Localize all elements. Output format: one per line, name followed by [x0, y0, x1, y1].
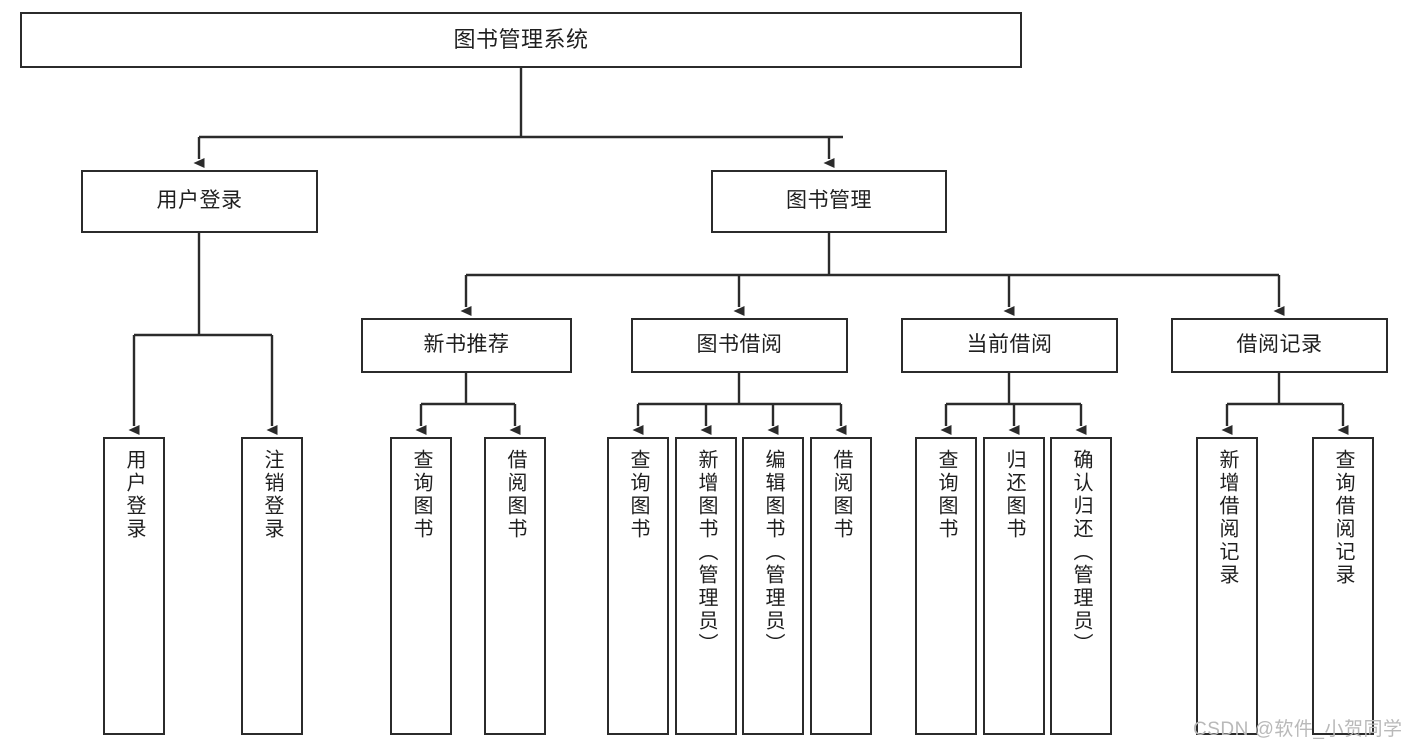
node-borrow-record-label: 借阅记录 [1236, 333, 1323, 357]
node-leaf-return-book-label: 归还图书 [1003, 449, 1025, 541]
node-leaf-query-borrow-record[interactable]: 查询借阅记录 [1312, 437, 1374, 735]
node-book-borrow-label: 图书借阅 [696, 333, 783, 357]
node-leaf-borrow-query-book[interactable]: 查询图书 [607, 437, 669, 735]
node-leaf-return-book[interactable]: 归还图书 [983, 437, 1045, 735]
node-leaf-confirm-return-admin-label: 确认归还（管理员） [1070, 449, 1092, 656]
node-leaf-new-book-borrow[interactable]: 借阅图书 [484, 437, 546, 735]
node-leaf-new-book-borrow-label: 借阅图书 [504, 449, 526, 541]
node-leaf-query-borrow-record-label: 查询借阅记录 [1332, 449, 1354, 587]
node-root-label: 图书管理系统 [453, 27, 589, 53]
node-book-management[interactable]: 图书管理 [711, 170, 947, 233]
node-current-borrow-label: 当前借阅 [966, 333, 1053, 357]
node-root-book-management-system[interactable]: 图书管理系统 [20, 12, 1022, 68]
node-book-borrow[interactable]: 图书借阅 [631, 318, 848, 373]
csdn-watermark: CSDN @软件_小贺同学 [1193, 719, 1403, 740]
node-leaf-current-query-book[interactable]: 查询图书 [915, 437, 977, 735]
node-leaf-new-book-query[interactable]: 查询图书 [390, 437, 452, 735]
node-leaf-user-login-label: 用户登录 [123, 449, 145, 541]
node-leaf-user-login[interactable]: 用户登录 [103, 437, 165, 735]
node-new-book-recommend[interactable]: 新书推荐 [361, 318, 572, 373]
node-user-login[interactable]: 用户登录 [81, 170, 318, 233]
node-leaf-logout[interactable]: 注销登录 [241, 437, 303, 735]
node-leaf-add-borrow-record[interactable]: 新增借阅记录 [1196, 437, 1258, 735]
node-user-login-label: 用户登录 [156, 189, 243, 213]
node-leaf-add-book-admin[interactable]: 新增图书（管理员） [675, 437, 737, 735]
node-leaf-edit-book-admin[interactable]: 编辑图书（管理员） [742, 437, 804, 735]
node-current-borrow[interactable]: 当前借阅 [901, 318, 1118, 373]
node-new-book-recommend-label: 新书推荐 [423, 333, 510, 357]
node-leaf-confirm-return-admin[interactable]: 确认归还（管理员） [1050, 437, 1112, 735]
node-leaf-edit-book-admin-label: 编辑图书（管理员） [762, 449, 784, 656]
node-leaf-borrow-book[interactable]: 借阅图书 [810, 437, 872, 735]
node-leaf-logout-label: 注销登录 [261, 449, 283, 541]
node-borrow-record[interactable]: 借阅记录 [1171, 318, 1388, 373]
node-leaf-current-query-book-label: 查询图书 [935, 449, 957, 541]
node-leaf-borrow-query-book-label: 查询图书 [627, 449, 649, 541]
node-leaf-new-book-query-label: 查询图书 [410, 449, 432, 541]
node-book-management-label: 图书管理 [786, 189, 872, 213]
node-leaf-borrow-book-label: 借阅图书 [830, 449, 852, 541]
node-leaf-add-book-admin-label: 新增图书（管理员） [695, 449, 717, 656]
node-leaf-add-borrow-record-label: 新增借阅记录 [1216, 449, 1238, 587]
